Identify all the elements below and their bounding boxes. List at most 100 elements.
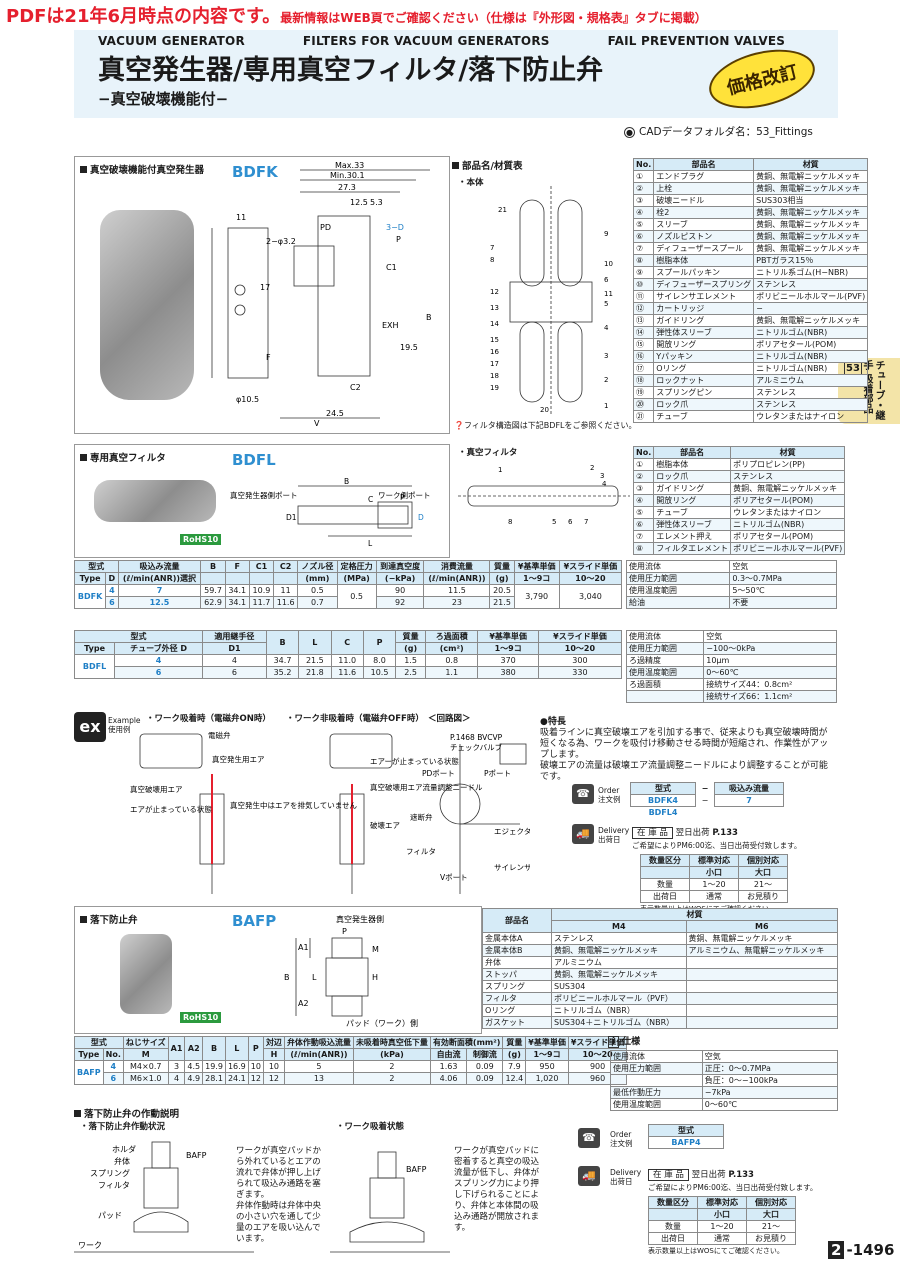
operation-text-2: ワークが真空パッドに密着すると真空の吸込流量が低下し、弁体がスプリング力により押…: [454, 1146, 540, 1233]
bdfk-section-title: 真空破壊機能付真空発生器: [80, 162, 204, 176]
svg-text:D1: D1: [286, 513, 297, 522]
table-cell: 黄銅、無電解ニッケルメッキ: [753, 242, 869, 255]
table-cell: 使用温度範囲: [610, 1098, 703, 1111]
svg-text:真空発生器側: 真空発生器側: [336, 914, 384, 924]
cad-folder-label[interactable]: ●CADデータフォルダ名：53_Fittings: [624, 126, 813, 138]
table-cell: 金属本体B: [482, 944, 552, 957]
table-cell: ⑥: [632, 230, 655, 243]
table-cell: ②: [632, 182, 655, 195]
table-cell: 開放リング: [653, 338, 755, 351]
svg-text:P: P: [396, 235, 401, 244]
svg-text:14: 14: [490, 320, 499, 328]
order2-icon: ☎: [578, 1128, 600, 1148]
table-cell: スプリング: [482, 980, 552, 993]
delivery-label: Delivery 出荷日: [598, 826, 630, 844]
svg-text:27.3: 27.3: [338, 183, 356, 192]
table-cell: 弁体: [482, 956, 552, 969]
table-cell: ステンレス: [730, 470, 846, 483]
svg-text:2−φ3.2: 2−φ3.2: [266, 237, 296, 246]
table-cell: 使用流体: [610, 1050, 703, 1063]
table-cell: [685, 956, 839, 969]
bdfl-section-title: 専用真空フィルタ: [80, 450, 166, 464]
table-cell: アルミニウム: [753, 374, 869, 387]
svg-text:19.5: 19.5: [400, 343, 418, 352]
operation-text-1: ワークが真空パッドから外れているとエアの流れで弁体が押し上げられて吸込み通路を塞…: [236, 1146, 322, 1244]
svg-text:9: 9: [604, 230, 608, 238]
table-row: Oリングニトリルゴム（NBR）: [482, 1004, 839, 1017]
table-row: 最低作動圧力−7kPa: [610, 1086, 839, 1099]
table-cell: [685, 992, 839, 1005]
svg-text:17: 17: [490, 360, 499, 368]
order2-label: Order 注文例: [610, 1130, 633, 1148]
bdfl-product-photo: [94, 480, 216, 522]
table-cell: 黄銅、無電解ニッケルメッキ: [753, 170, 869, 183]
example-title-off: ・ワーク非吸着時（電磁弁OFF時）: [286, 714, 424, 724]
table-cell: 使用圧力範囲: [625, 642, 705, 655]
table-row: 使用圧力範囲正圧：0〜0.7MPa: [610, 1062, 839, 1075]
svg-text:C2: C2: [350, 383, 361, 392]
table-cell: ⑬: [632, 314, 655, 327]
order2-table: 型式 BAFP4: [648, 1124, 724, 1149]
table-cell: ⑱: [632, 374, 655, 387]
table-cell: 使用温度範囲: [625, 584, 731, 597]
page-subtitle: −真空破壊機能付−: [98, 90, 229, 108]
order-example-table: 型式−吸込み流量 BDFK4−7 BDFL4: [630, 782, 784, 818]
table-cell: Oリング: [653, 362, 755, 375]
svg-text:フィルタ: フィルタ: [98, 1181, 130, 1190]
table-cell: ガイドリング: [653, 482, 732, 495]
table-cell: 黄銅、無電解ニッケルメッキ: [753, 230, 869, 243]
svg-text:18: 18: [490, 372, 499, 380]
svg-text:5: 5: [552, 518, 556, 526]
table-cell: 破壊ニードル: [653, 194, 755, 207]
bdfk-model: BDFK: [232, 163, 278, 181]
table-row: 使用流体空気: [625, 560, 837, 573]
svg-text:19: 19: [490, 384, 499, 392]
svg-text:B: B: [426, 313, 432, 322]
table-cell: ㉑: [632, 410, 655, 423]
table-row: 使用流体空気: [610, 1050, 839, 1063]
table-row: 使用流体空気: [625, 630, 837, 643]
table-cell: 空気: [701, 1050, 839, 1063]
table-cell: ニトリルゴム(NBR): [753, 326, 869, 339]
table-cell: 空気: [729, 560, 837, 573]
svg-text:8: 8: [490, 256, 494, 264]
svg-text:D: D: [418, 513, 424, 522]
table-cell: ⑥: [632, 518, 655, 531]
table-cell: ノズルピストン: [653, 230, 755, 243]
table-cell: 黄銅、無電解ニッケルメッキ: [685, 932, 839, 945]
svg-text:C: C: [368, 495, 373, 504]
svg-text:P: P: [342, 927, 347, 936]
table-cell: ⑩: [632, 278, 655, 291]
table-cell: ディフューザースプリング: [653, 278, 755, 291]
svg-text:P: P: [400, 493, 405, 502]
svg-text:17: 17: [260, 283, 270, 292]
svg-text:V: V: [314, 419, 320, 428]
table-cell: サイレンサエレメント: [653, 290, 755, 303]
svg-text:弁体: 弁体: [114, 1156, 130, 1166]
update-banner: PDFは21年6月時点の内容です。最新情報はWEB頁でご確認ください（仕様は『外…: [6, 6, 707, 27]
table-cell: 使用温度範囲: [625, 666, 705, 679]
body-subtitle: ・本体: [458, 178, 484, 188]
page-number: 2-1496: [828, 1241, 894, 1259]
table-cell: ②: [632, 470, 655, 483]
table-cell: ポリビニールホルマール(PVF): [730, 542, 846, 555]
table-cell: 使用圧力範囲: [610, 1062, 703, 1075]
delivery2-footnote: 表示数量以上はWOSにてご確認ください。: [648, 1247, 784, 1255]
example-title-on: ・ワーク吸着時（電磁弁ON時）: [146, 714, 271, 724]
table-cell: 5〜50℃: [729, 584, 837, 597]
